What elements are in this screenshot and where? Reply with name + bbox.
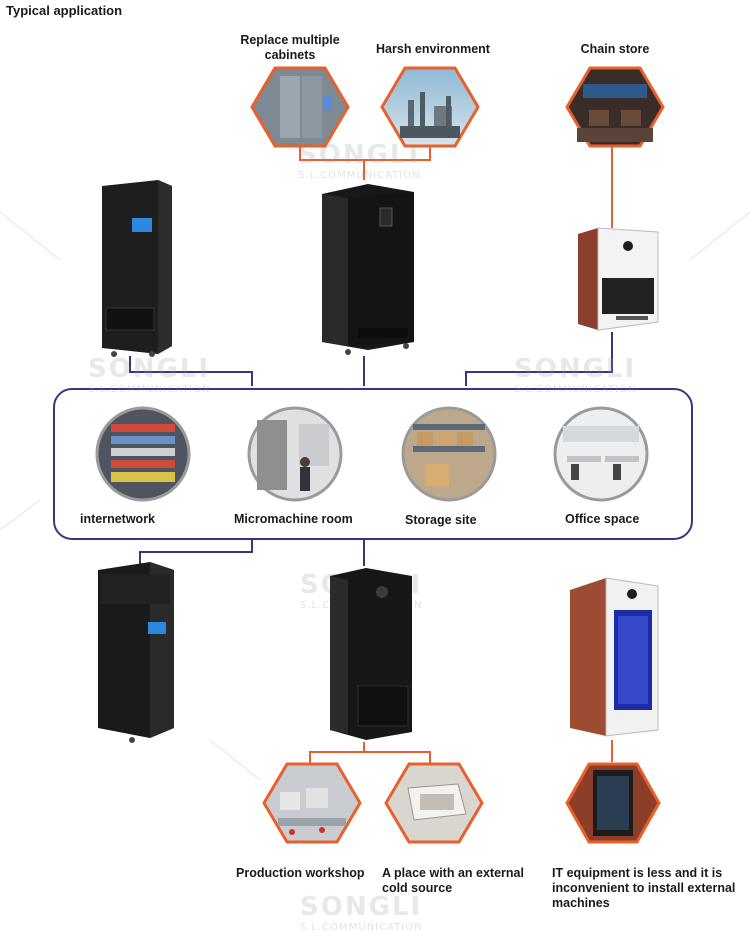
scene-label-production-workshop: Production workshop (236, 866, 365, 880)
hub-frame (53, 388, 693, 540)
tower-unit-image (570, 577, 659, 737)
tall-cabinet-left-image (102, 180, 172, 357)
connector-hub-left-bottom (139, 539, 253, 566)
hub-label-storage-site: Storage site (405, 513, 477, 527)
cabinet-bottom-left-image (98, 562, 174, 743)
connector-hub-right-top (465, 332, 613, 386)
hub-label-office-space: Office space (565, 512, 640, 526)
warehouse-image (401, 406, 497, 502)
hub-label-internetwork: internetwork (80, 512, 156, 526)
store-image (565, 66, 665, 148)
factory-image (380, 66, 480, 148)
machine-room-image (247, 406, 343, 502)
connector-hub-left-top (129, 356, 253, 386)
hub-label-micromachine-room: Micromachine room (234, 512, 353, 526)
ceiling-ac-image (384, 762, 484, 844)
tall-cabinet-center-image (322, 184, 414, 355)
connector-bottom-pair (309, 751, 431, 766)
workshop-image (262, 762, 362, 844)
cabinets-image (250, 66, 350, 148)
scene-label-chain-store: Chain store (580, 42, 650, 56)
page-title: Typical application (6, 3, 123, 18)
network-rack-image (95, 406, 191, 502)
office-image (553, 406, 649, 502)
scene-label-harsh-environment: Harsh environment (376, 42, 490, 56)
cabinet-bottom-center-image (330, 568, 412, 740)
wall-unit-image (578, 227, 659, 331)
small-rack-image (565, 762, 661, 844)
